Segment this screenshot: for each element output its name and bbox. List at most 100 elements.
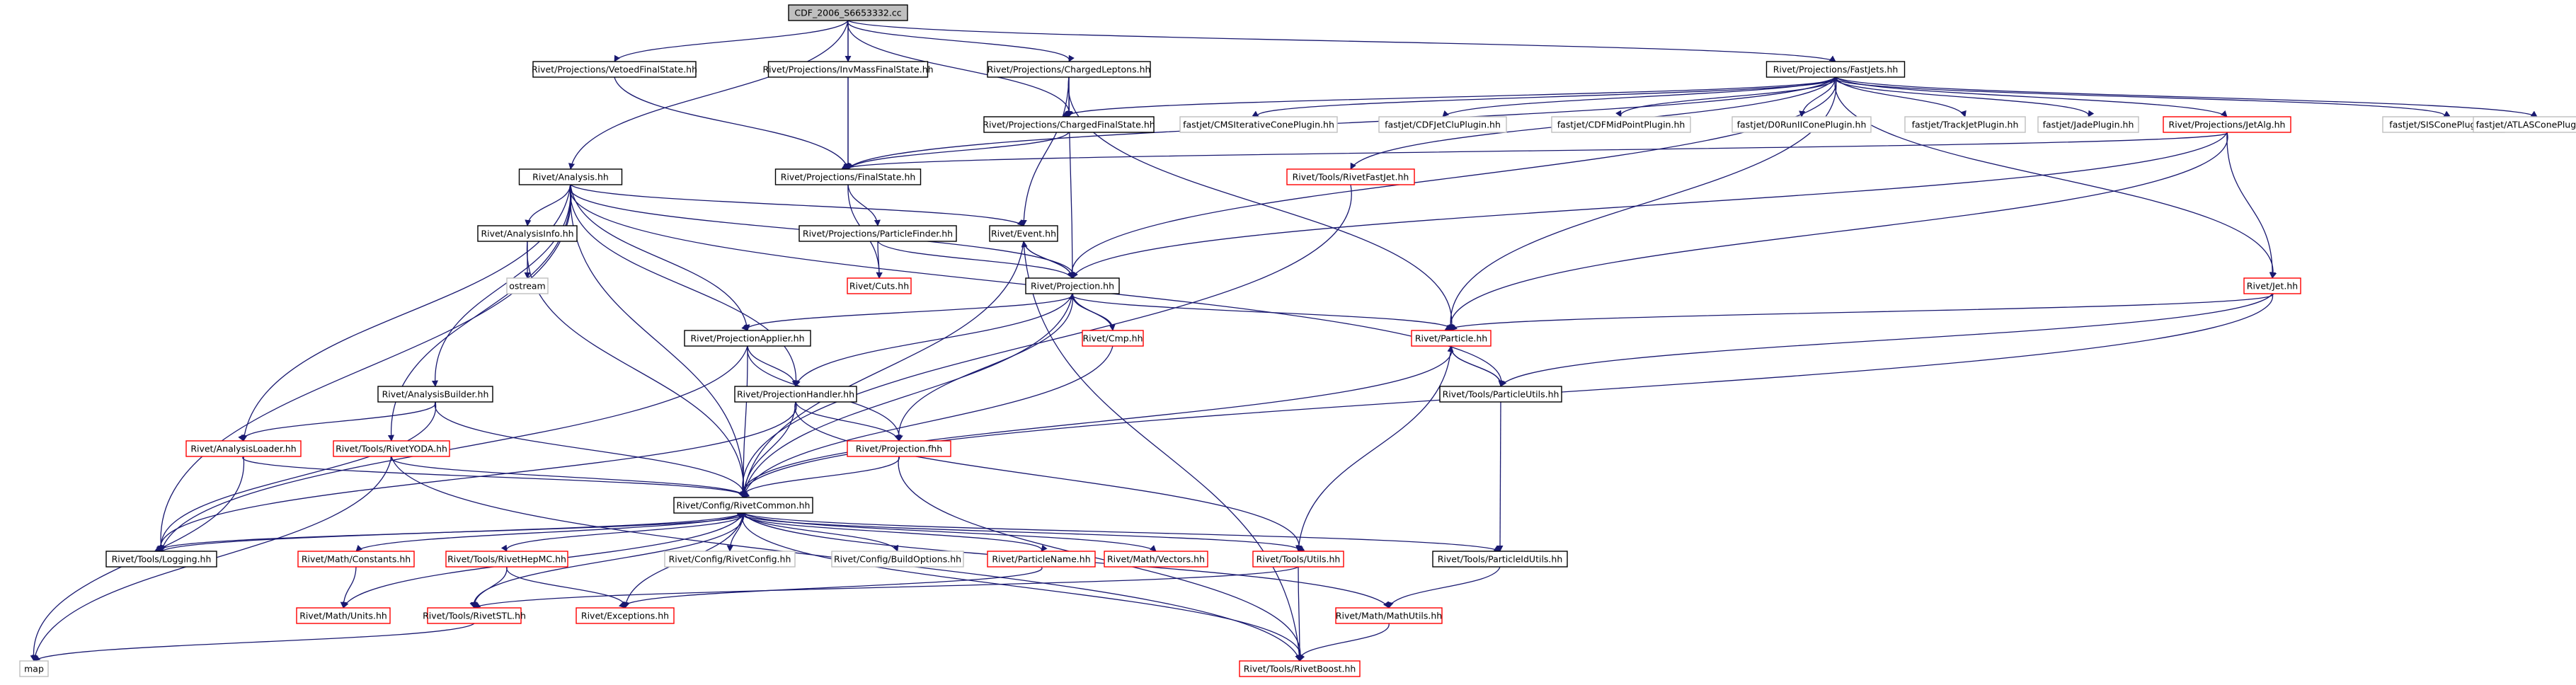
edge-phandler-to-tutils	[794, 401, 1303, 552]
node-label: Rivet/AnalysisLoader.hh	[190, 444, 296, 454]
edge-chleptons-to-proj	[1068, 76, 1076, 279]
edge-event-to-common	[740, 241, 1024, 498]
node-putils[interactable]: Rivet/Tools/ParticleUtils.hh	[1439, 386, 1562, 403]
node-box	[377, 386, 493, 403]
edge-putils-to-pidutils	[1496, 401, 1504, 552]
node-bopts: Rivet/Config/BuildOptions.hh	[831, 551, 964, 568]
node-box	[1378, 116, 1507, 133]
node-tutils[interactable]: Rivet/Tools/Utils.hh	[1252, 551, 1344, 568]
node-label: fastjet/TrackJetPlugin.hh	[1912, 120, 2019, 130]
node-fastjets[interactable]: Rivet/Projections/FastJets.hh	[1765, 61, 1906, 78]
node-jet[interactable]: Rivet/Jet.hh	[2243, 277, 2301, 294]
edge-common-to-mvec	[743, 512, 1157, 552]
edge-jet-to-particle	[1444, 293, 2274, 331]
node-pname[interactable]: Rivet/ParticleName.hh	[987, 551, 1096, 568]
node-rstl[interactable]: Rivet/Tools/RivetSTL.hh	[423, 607, 526, 624]
node-phandler[interactable]: Rivet/ProjectionHandler.hh	[734, 386, 857, 403]
node-mutils[interactable]: Rivet/Math/MathUtils.hh	[1335, 607, 1443, 624]
node-event[interactable]: Rivet/Event.hh	[989, 225, 1058, 242]
edge-common-to-pidutils	[743, 512, 1501, 552]
node-label: Rivet/Projections/FastJets.hh	[1773, 64, 1899, 75]
node-rboost[interactable]: Rivet/Tools/RivetBoost.hh	[1239, 660, 1361, 677]
node-invmass[interactable]: Rivet/Projections/InvMassFinalState.hh	[762, 61, 934, 78]
node-box	[983, 116, 1155, 133]
node-aloader[interactable]: Rivet/AnalysisLoader.hh	[185, 440, 302, 457]
node-analysis[interactable]: Rivet/Analysis.hh	[518, 168, 623, 185]
node-abuilder[interactable]: Rivet/AnalysisBuilder.hh	[377, 386, 493, 403]
edge-phandler-to-projfhh	[795, 401, 901, 442]
node-logging[interactable]: Rivet/Tools/Logging.hh	[105, 551, 217, 568]
edge-root-to-chfs	[847, 20, 1074, 117]
node-label: Rivet/ProjectionApplier.hh	[690, 333, 804, 344]
edge-abuilder-to-common	[435, 401, 748, 498]
edge-analysis-to-phandler	[570, 184, 800, 387]
node-root[interactable]: CDF_2006_S6653332.cc	[788, 4, 908, 21]
node-cuts[interactable]: Rivet/Cuts.hh	[847, 277, 912, 294]
edge-ainfo-to-common	[527, 241, 748, 498]
node-box	[2473, 116, 2576, 133]
node-common[interactable]: Rivet/Config/RivetCommon.hh	[673, 497, 813, 514]
node-chleptons[interactable]: Rivet/Projections/ChargedLeptons.hh	[987, 61, 1151, 78]
node-label: fastjet/D0RunIIConePlugin.hh	[1737, 120, 1867, 130]
edge-event-to-rboost	[1023, 241, 1303, 662]
edge-jetalg-to-fs	[841, 132, 2228, 170]
node-box	[1432, 551, 1568, 568]
edge-cmp-to-common	[741, 345, 1114, 498]
node-mvec[interactable]: Rivet/Math/Vectors.hh	[1104, 551, 1208, 568]
node-label: Rivet/Event.hh	[991, 229, 1056, 239]
node-rfastjet[interactable]: Rivet/Tools/RivetFastJet.hh	[1286, 168, 1415, 185]
edge-abuilder-to-logging	[157, 401, 436, 552]
node-ainfo[interactable]: Rivet/AnalysisInfo.hh	[477, 225, 578, 242]
edge-analysis-to-abuilder	[431, 184, 571, 387]
edge-proj-to-papplier	[741, 293, 1073, 331]
node-pidutils[interactable]: Rivet/Tools/ParticleIdUtils.hh	[1432, 551, 1568, 568]
node-cmp[interactable]: Rivet/Cmp.hh	[1082, 330, 1144, 347]
node-box	[297, 551, 415, 568]
node-box	[185, 440, 302, 457]
node-particle[interactable]: Rivet/Particle.hh	[1411, 330, 1492, 347]
node-box	[987, 61, 1151, 78]
node-fs[interactable]: Rivet/Projections/FinalState.hh	[774, 168, 922, 185]
node-ryoda[interactable]: Rivet/Tools/RivetYODA.hh	[333, 440, 450, 457]
node-proj[interactable]: Rivet/Projection.hh	[1025, 277, 1120, 294]
node-excep[interactable]: Rivet/Exceptions.hh	[576, 607, 675, 624]
edge-pidutils-to-mutils	[1387, 566, 1501, 609]
edge-common-to-rhepmc	[500, 512, 744, 552]
node-box	[1335, 607, 1443, 624]
node-pfinder[interactable]: Rivet/Projections/ParticleFinder.hh	[798, 225, 957, 242]
edge-logging-to-common	[161, 512, 744, 552]
node-rhepmc[interactable]: Rivet/Tools/RivetHepMC.hh	[445, 551, 568, 568]
node-box	[506, 277, 549, 294]
edge-vetoed-to-fs	[614, 76, 850, 170]
node-vetoed[interactable]: Rivet/Projections/VetoedFinalState.hh	[532, 61, 697, 78]
node-label: Rivet/Cuts.hh	[849, 281, 909, 292]
node-box	[1286, 168, 1415, 185]
node-papplier[interactable]: Rivet/ProjectionApplier.hh	[684, 330, 811, 347]
node-chfs[interactable]: Rivet/Projections/ChargedFinalState.hh	[983, 116, 1155, 133]
nodes-layer: CDF_2006_S6653332.ccRivet/Projections/Ve…	[19, 4, 2576, 677]
node-cdfclu: fastjet/CDFJetCluPlugin.hh	[1378, 116, 1507, 133]
node-munits[interactable]: Rivet/Math/Units.hh	[296, 607, 391, 624]
node-jade: fastjet/JadePlugin.hh	[2037, 116, 2139, 133]
node-label: Rivet/Projections/ChargedLeptons.hh	[988, 64, 1151, 75]
edge-chleptons-to-event	[1020, 76, 1070, 226]
node-box	[1239, 660, 1361, 677]
node-label: Rivet/Projections/InvMassFinalState.hh	[762, 64, 933, 75]
edge-proj-to-projfhh	[895, 293, 1073, 442]
edge-proj-to-event	[1021, 241, 1073, 279]
edge-fs-to-pfinder	[847, 184, 881, 226]
node-label: Rivet/Tools/RivetYODA.hh	[336, 444, 447, 454]
node-jetalg[interactable]: Rivet/Projections/JetAlg.hh	[2163, 116, 2291, 133]
node-label: Rivet/Projections/FinalState.hh	[781, 172, 916, 183]
node-projfhh[interactable]: Rivet/Projection.fhh	[847, 440, 951, 457]
node-label: ostream	[509, 281, 545, 292]
node-box	[518, 168, 623, 185]
node-label: Rivet/Config/RivetCommon.hh	[677, 500, 811, 511]
node-label: Rivet/Tools/Logging.hh	[112, 554, 212, 565]
node-box	[664, 551, 796, 568]
node-mconst[interactable]: Rivet/Math/Constants.hh	[297, 551, 415, 568]
edge-rhepmc-to-excep	[506, 566, 630, 609]
node-atlas: fastjet/ATLASConePlugin.hh	[2473, 116, 2576, 133]
edge-projfhh-to-rboost	[898, 456, 1305, 662]
